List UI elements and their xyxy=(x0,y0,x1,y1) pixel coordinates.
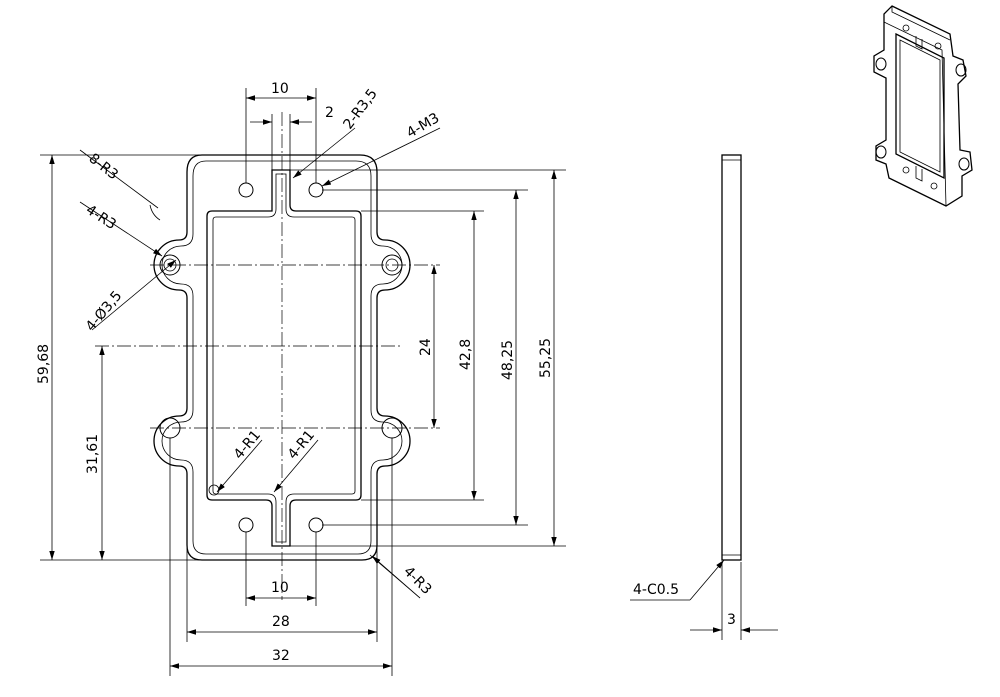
mounting-holes xyxy=(159,182,403,533)
dim-4-r1-a: 4-R1 xyxy=(231,427,264,462)
dim-3161: 31,61 xyxy=(85,434,101,474)
dim-2: 2 xyxy=(325,105,334,121)
dim-10-top: 10 xyxy=(271,81,289,97)
dim-5525: 55,25 xyxy=(538,338,554,378)
dim-28: 28 xyxy=(272,614,290,630)
dim-2-r35: 2-R3,5 xyxy=(340,86,380,132)
front-view xyxy=(95,112,440,600)
dim-4-r1-b: 4-R1 xyxy=(285,427,318,462)
side-view: 4-C0.5 3 xyxy=(630,154,778,640)
dim-8-r3: 8-R3 xyxy=(86,151,122,184)
window-inner-edge xyxy=(212,173,356,543)
dim-phi35: 4-Ø3,5 xyxy=(83,288,126,334)
dim-428: 42,8 xyxy=(458,339,474,370)
window-opening xyxy=(206,169,362,547)
dim-10-bottom: 10 xyxy=(271,580,289,596)
dimensions: 10 2 2-R3,5 4-M3 8-R3 4-R3 4-Ø3,5 59,68 … xyxy=(36,81,566,676)
dim-4-r3-bottom: 4-R3 xyxy=(400,564,434,598)
isometric-view xyxy=(873,5,973,207)
dim-5968: 59,68 xyxy=(36,344,52,384)
dim-4-r3-upper: 4-R3 xyxy=(83,202,119,233)
dim-4825: 48,25 xyxy=(500,340,516,380)
plate-inner-edge xyxy=(161,160,403,555)
dim-4-m3: 4-M3 xyxy=(404,110,442,141)
dim-c05: 4-C0.5 xyxy=(633,582,679,598)
dim-3: 3 xyxy=(727,612,736,628)
dim-24: 24 xyxy=(418,338,434,356)
plate-outline xyxy=(153,154,411,561)
dim-32: 32 xyxy=(272,648,290,664)
side-plate xyxy=(721,154,742,561)
